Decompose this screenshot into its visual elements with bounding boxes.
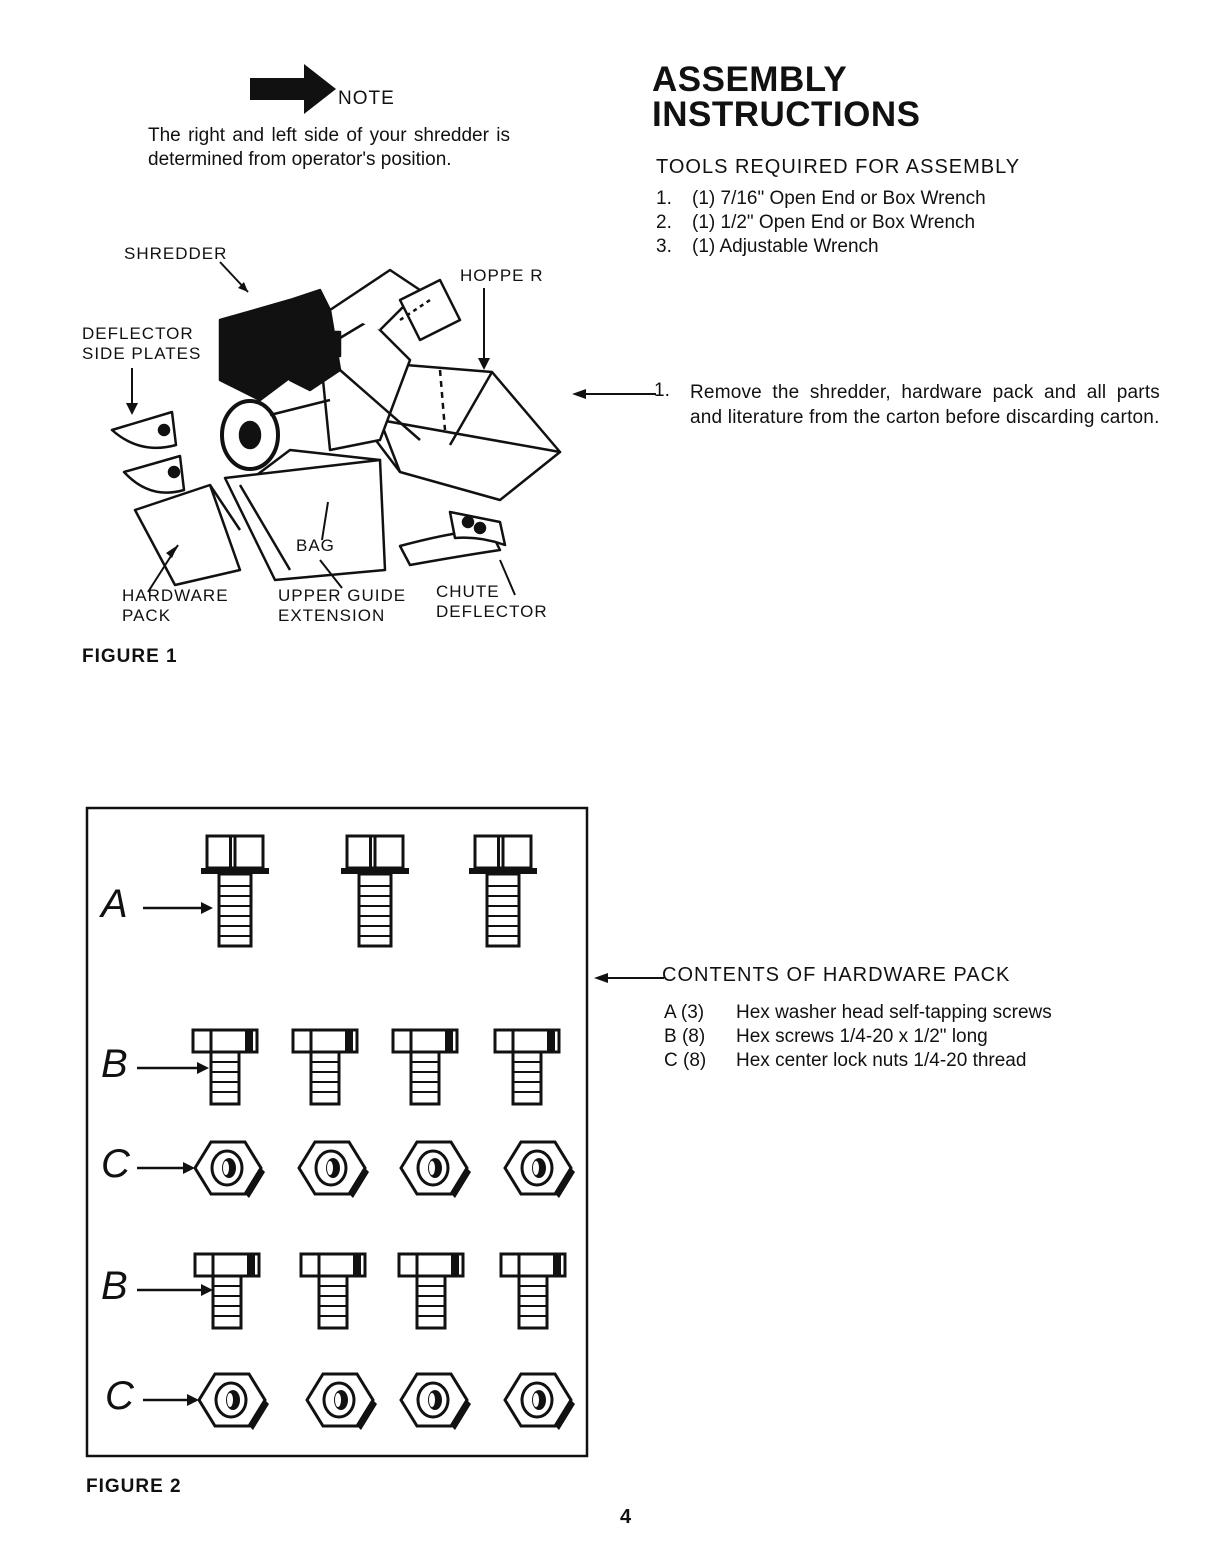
hardware-letter: B (8) — [664, 1026, 706, 1047]
label-hardware-2: PACK — [122, 606, 172, 625]
page-title: ASSEMBLY INSTRUCTIONS — [652, 62, 921, 132]
tool-item: 2. (1) 1/2" Open End or Box Wrench — [656, 212, 975, 234]
page-number: 4 — [620, 1506, 632, 1528]
step-text: Remove the shredder, hardware pack and a… — [690, 382, 1160, 428]
hardware-text: Hex center lock nuts 1/4-20 thread — [736, 1050, 1027, 1071]
note-text: The right and left side of your shredder… — [148, 125, 510, 170]
hardware-heading: CONTENTS OF HARDWARE PACK — [662, 964, 1011, 986]
hardware-letter: A (3) — [664, 1002, 705, 1023]
contents-pointer-arrow-icon — [594, 973, 664, 983]
label-chute-1: CHUTE — [436, 582, 500, 601]
label-bag: BAG — [296, 536, 335, 555]
hardware-illustration — [85, 806, 589, 1458]
tool-num: 3. — [656, 236, 672, 257]
label-hopper: HOPPE R — [460, 266, 544, 285]
hardware-item: B (8) Hex screws 1/4-20 x 1/2" long — [664, 1026, 988, 1048]
figure-2-caption: FIGURE 2 — [86, 1476, 182, 1497]
row-label-c: C — [101, 1142, 130, 1186]
row-label-a: A — [101, 882, 128, 926]
hardware-item: A (3) Hex washer head self-tapping screws — [664, 1002, 1052, 1024]
figure-1-caption: FIGURE 1 — [82, 646, 178, 667]
tools-heading: TOOLS REQUIRED FOR ASSEMBLY — [656, 156, 1021, 178]
label-deflector-2: SIDE PLATES — [82, 344, 202, 363]
step-number: 1. — [654, 380, 670, 401]
tool-text: (1) 7/16" Open End or Box Wrench — [692, 188, 986, 209]
figure-2: A B C B C — [85, 806, 590, 1458]
figure-1: SHREDDER HOPPE R DEFLECTOR SIDE PLATES B… — [80, 240, 570, 640]
tool-num: 1. — [656, 188, 672, 209]
note-label: NOTE — [338, 88, 395, 109]
note-arrow-icon — [250, 64, 336, 114]
step-pointer-arrow-icon — [572, 389, 656, 399]
tool-text: (1) 1/2" Open End or Box Wrench — [692, 212, 976, 233]
title-line-1: ASSEMBLY — [652, 60, 848, 99]
hardware-item: C (8) Hex center lock nuts 1/4-20 thread — [664, 1050, 1026, 1072]
label-hardware-1: HARDWARE — [122, 586, 229, 605]
label-shredder: SHREDDER — [124, 244, 228, 263]
label-deflector-1: DEFLECTOR — [82, 324, 194, 343]
hardware-letter: C (8) — [664, 1050, 707, 1071]
row-label-c-2: C — [105, 1374, 134, 1418]
title-line-2: INSTRUCTIONS — [652, 95, 921, 134]
hardware-text: Hex screws 1/4-20 x 1/2" long — [736, 1026, 988, 1047]
row-label-b-2: B — [101, 1264, 128, 1308]
tool-text: (1) Adjustable Wrench — [692, 236, 879, 257]
label-chute-2: DEFLECTOR — [436, 602, 548, 621]
hardware-text: Hex washer head self-tapping screws — [736, 1002, 1052, 1023]
tool-num: 2. — [656, 212, 672, 233]
tool-item: 3. (1) Adjustable Wrench — [656, 236, 879, 258]
tool-item: 1. (1) 7/16" Open End or Box Wrench — [656, 188, 986, 210]
shredder-illustration — [110, 261, 562, 596]
label-upper-1: UPPER GUIDE — [278, 586, 407, 605]
row-label-b: B — [101, 1042, 128, 1086]
label-upper-2: EXTENSION — [278, 606, 386, 625]
